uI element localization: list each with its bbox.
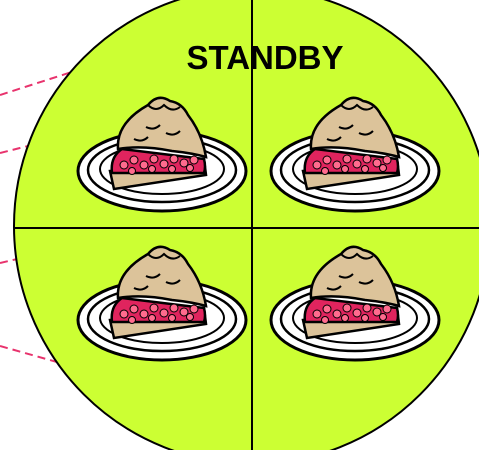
standby-label: STANDBY — [186, 39, 343, 76]
